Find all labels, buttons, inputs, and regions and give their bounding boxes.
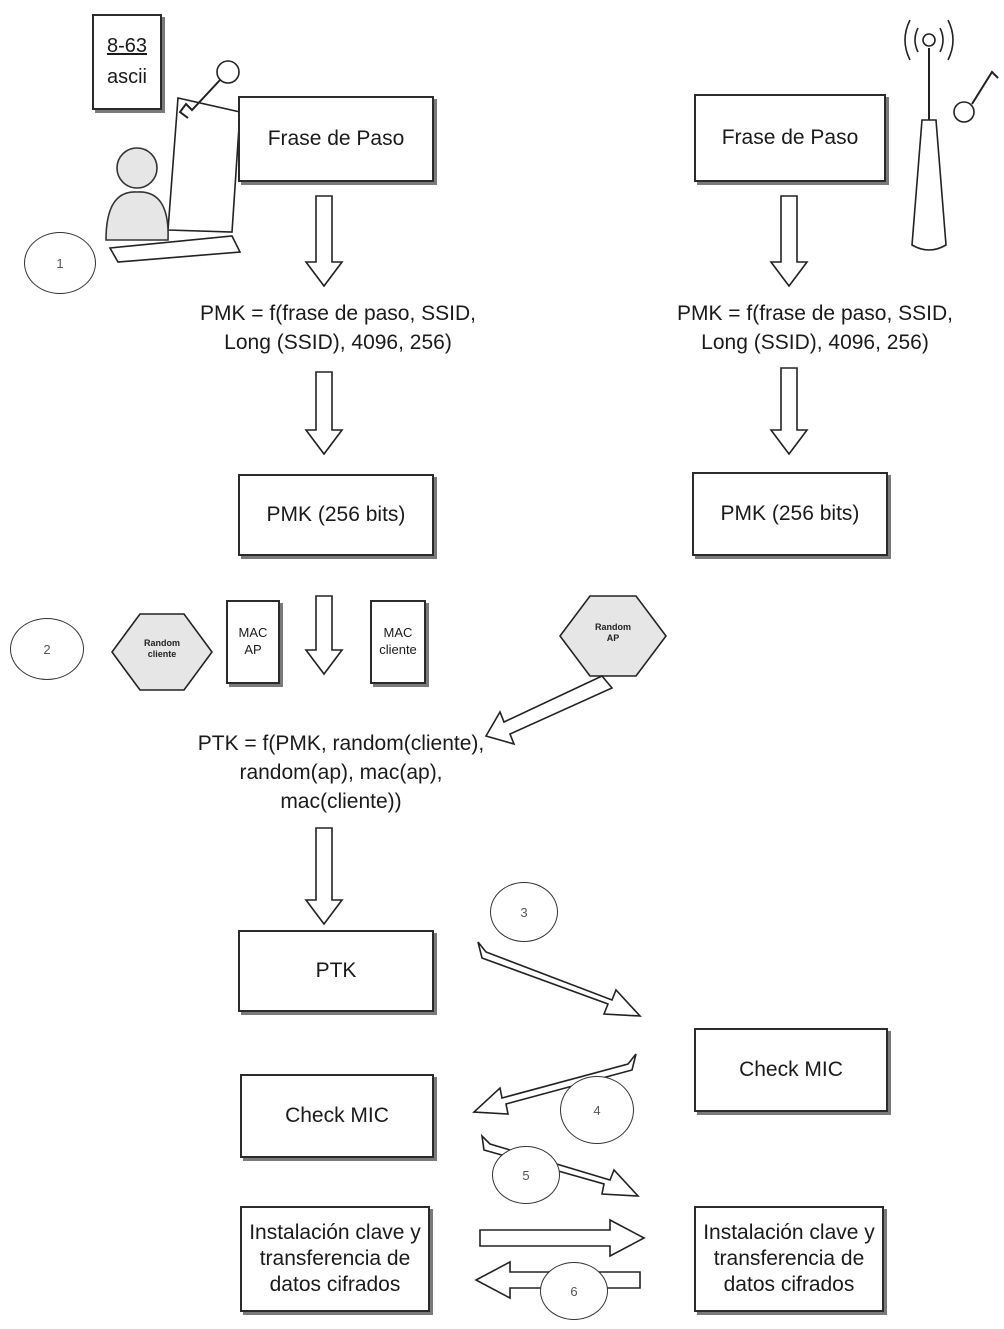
- client-pmk-formula: PMK = f(frase de paso, SSID, Long (SSID)…: [178, 300, 498, 358]
- client-card: 8-63 ascii: [92, 14, 162, 110]
- random-ap-line2: AP: [576, 633, 650, 644]
- arrow-down-client-3: [306, 596, 342, 674]
- card-line1: 8-63: [107, 31, 147, 62]
- step-4-circle: 4: [560, 1076, 634, 1144]
- user-icon: [106, 148, 168, 240]
- mac-client-line2: cliente: [379, 642, 417, 659]
- client-install-label: Instalación clave y transferencia de dat…: [246, 1220, 424, 1299]
- step-1-circle: 1: [24, 232, 96, 294]
- client-pmk-formula-line1: PMK = f(frase de paso, SSID,: [178, 300, 498, 329]
- arrow-down-ap-2: [771, 368, 807, 454]
- random-ap-line1: Random: [576, 622, 650, 633]
- ap-pmk-box: PMK (256 bits): [692, 472, 888, 556]
- ptk-formula-line1: PTK = f(PMK, random(cliente),: [176, 730, 506, 759]
- ap-pmk-formula: PMK = f(frase de paso, SSID, Long (SSID)…: [650, 300, 980, 358]
- ptk-formula: PTK = f(PMK, random(cliente), random(ap)…: [176, 730, 506, 817]
- step-2-label: 2: [43, 642, 50, 657]
- ap-check-mic-box: Check MIC: [694, 1028, 888, 1112]
- arrow-down-client-2: [306, 372, 342, 454]
- mac-ap-box: MAC AP: [226, 600, 280, 684]
- random-client-line2: cliente: [124, 649, 200, 660]
- ap-passphrase-box: Frase de Paso: [694, 94, 886, 182]
- client-pmk-label: PMK (256 bits): [267, 502, 406, 528]
- ap-key-icon: [954, 72, 998, 122]
- client-install-box: Instalación clave y transferencia de dat…: [240, 1206, 430, 1312]
- ptk-box: PTK: [238, 930, 434, 1012]
- mac-client-box: MAC cliente: [370, 600, 426, 684]
- arrow-down-client-1: [306, 196, 342, 286]
- step-5-circle: 5: [492, 1146, 560, 1204]
- access-point-icon: [912, 34, 946, 250]
- ap-passphrase-label: Frase de Paso: [722, 125, 859, 151]
- mac-ap-line1: MAC: [239, 625, 268, 642]
- card-line2: ascii: [107, 62, 147, 93]
- client-pmk-formula-line2: Long (SSID), 4096, 256): [178, 329, 498, 358]
- ap-pmk-label: PMK (256 bits): [721, 501, 860, 527]
- random-client-line1: Random: [124, 638, 200, 649]
- step-5-label: 5: [522, 1168, 529, 1183]
- ap-pmk-formula-line2: Long (SSID), 4096, 256): [650, 329, 980, 358]
- client-check-mic-box: Check MIC: [240, 1074, 434, 1158]
- ap-install-label: Instalación clave y transferencia de dat…: [700, 1220, 878, 1299]
- mac-client-line1: MAC: [384, 625, 413, 642]
- ptk-formula-line3: mac(cliente)): [176, 788, 506, 817]
- step-3-label: 3: [520, 905, 527, 920]
- step-3-circle: 3: [490, 882, 558, 942]
- step-4-label: 4: [593, 1103, 600, 1118]
- arrow-down-ap-1: [771, 196, 807, 286]
- arrow-down-client-4: [306, 828, 342, 924]
- client-passphrase-label: Frase de Paso: [268, 126, 405, 152]
- step-6-circle: 6: [540, 1262, 608, 1320]
- step-6-label: 6: [570, 1284, 577, 1299]
- ap-pmk-formula-line1: PMK = f(frase de paso, SSID,: [650, 300, 980, 329]
- client-pmk-box: PMK (256 bits): [238, 474, 434, 556]
- ap-install-box: Instalación clave y transferencia de dat…: [694, 1206, 884, 1312]
- arrow-ptk-to-ap: [478, 942, 640, 1016]
- step-2-circle: 2: [10, 618, 84, 680]
- step-1-label: 1: [56, 256, 63, 271]
- random-client-label: Random cliente: [124, 638, 200, 660]
- client-check-mic-label: Check MIC: [285, 1103, 389, 1129]
- ptk-label: PTK: [316, 958, 357, 984]
- random-ap-label: Random AP: [576, 622, 650, 644]
- mac-ap-line2: AP: [244, 642, 261, 659]
- arrow-install-client-to-ap: [480, 1220, 644, 1256]
- client-passphrase-box: Frase de Paso: [238, 96, 434, 182]
- ap-check-mic-label: Check MIC: [739, 1057, 843, 1083]
- ptk-formula-line2: random(ap), mac(ap),: [176, 759, 506, 788]
